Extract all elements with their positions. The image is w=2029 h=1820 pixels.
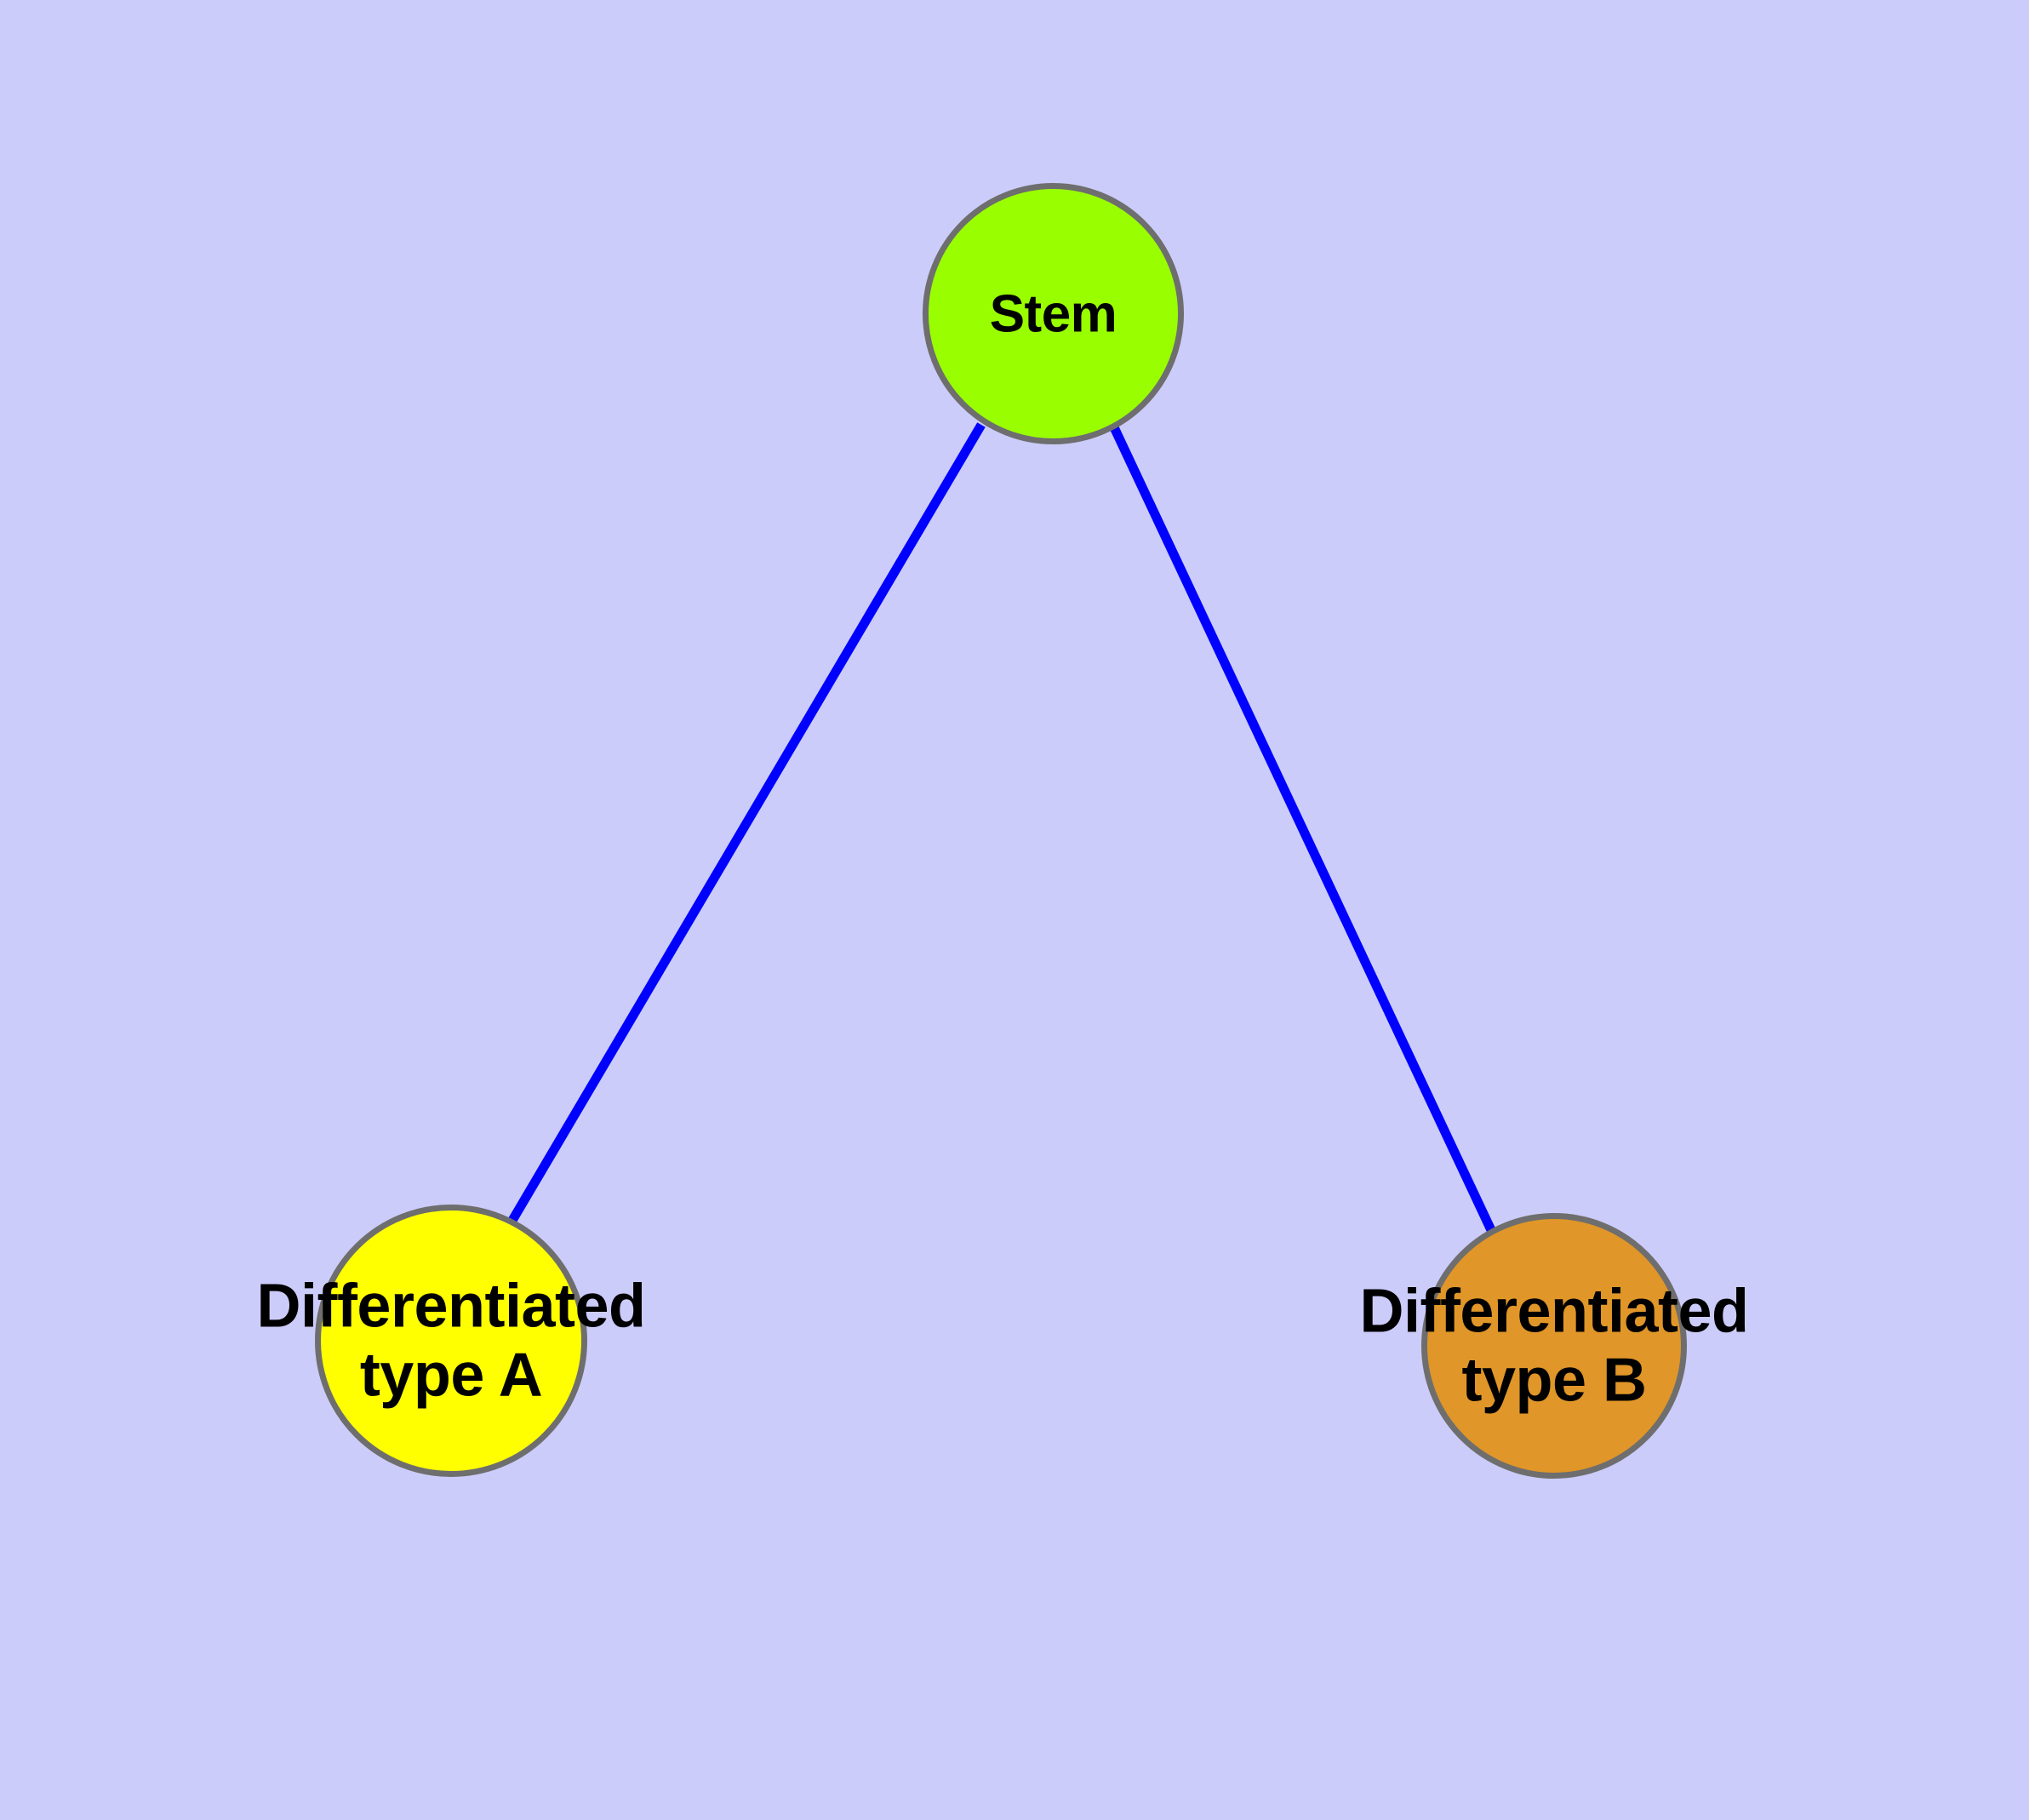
graph-node-stem[interactable]: Stem <box>923 183 1184 444</box>
edge-stem-to-diff-a[interactable] <box>506 422 986 1226</box>
graph-node-differentiated-type-b[interactable]: Differentiated type B <box>1359 1213 1749 1479</box>
graph-node-differentiated-type-a[interactable]: Differentiated type A <box>256 1205 646 1477</box>
edge-stem-to-diff-b[interactable] <box>1110 425 1495 1233</box>
node-label-stem: Stem <box>989 283 1117 343</box>
